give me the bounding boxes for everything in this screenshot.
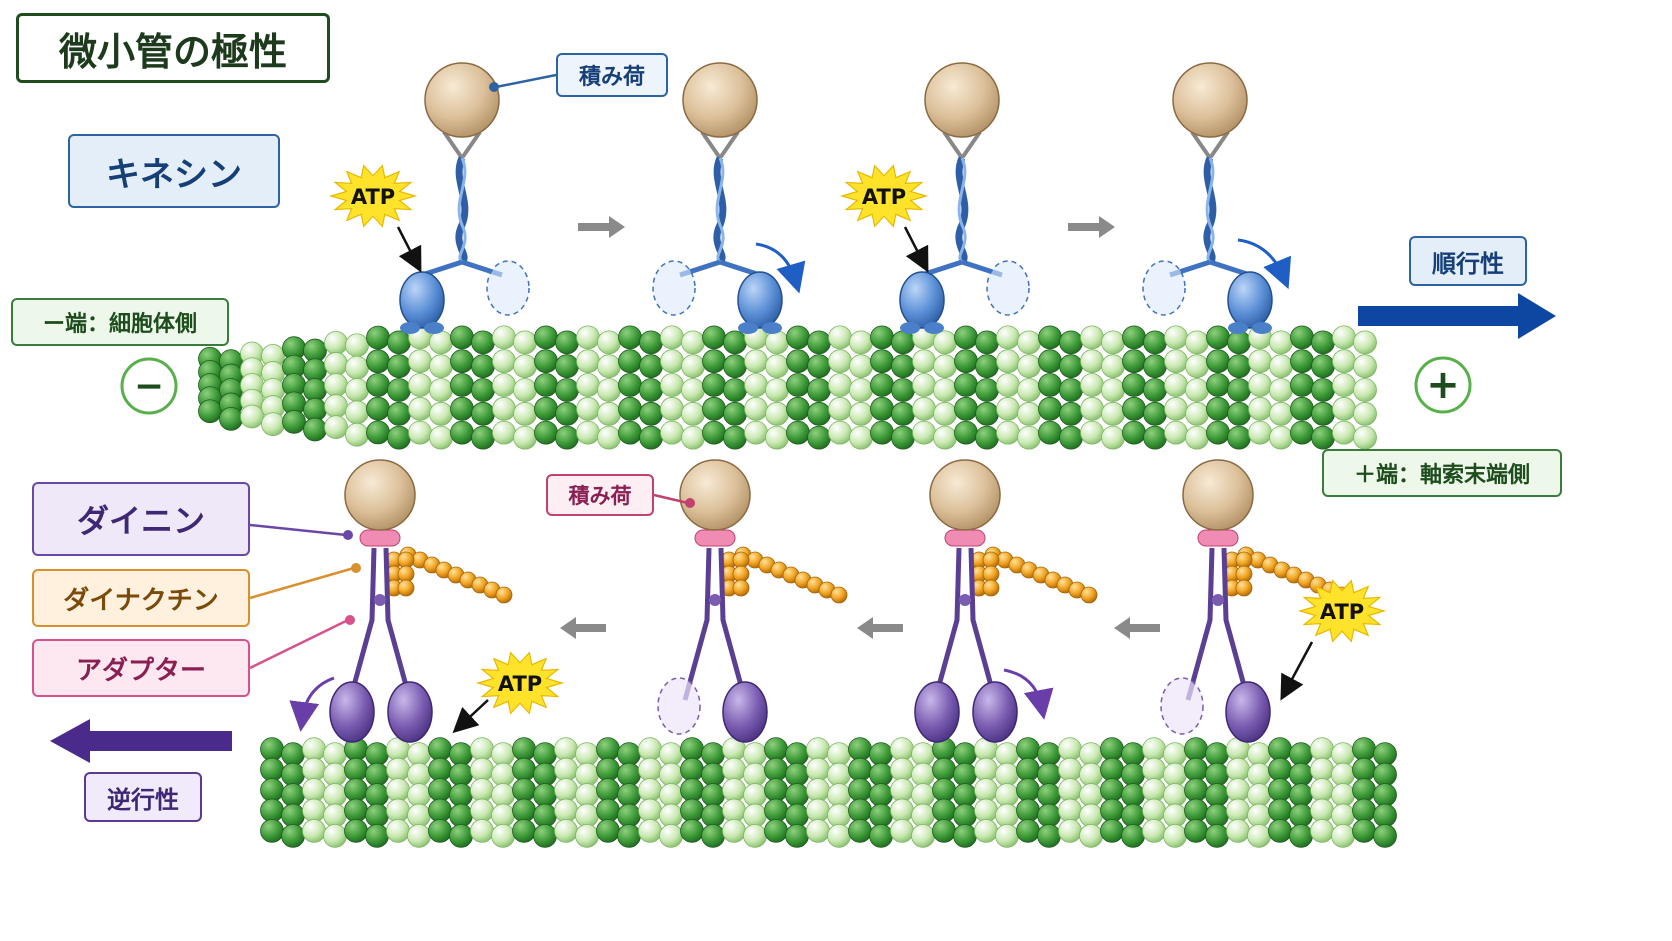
minus-end-label-box: ー端：細胞体側 — [11, 298, 229, 346]
atp-text: ATP — [498, 672, 542, 696]
kinesin-motors — [399, 62, 1273, 334]
step-arrow-k1 — [578, 216, 625, 238]
anterograde-arrow — [1358, 293, 1556, 339]
step-arrow-d1 — [560, 617, 606, 639]
dynein-step-2 — [657, 459, 848, 743]
dynactin-leader — [249, 566, 355, 600]
minus-symbol-text: − — [134, 366, 164, 407]
atp-pointer-k2 — [903, 226, 929, 273]
step-arrow-d2 — [857, 617, 903, 639]
adaptor-piece — [359, 529, 401, 547]
dynein-step-curve-1 — [289, 676, 335, 732]
dynein-step-3 — [914, 459, 1098, 743]
adaptor-piece — [694, 529, 736, 547]
atp-pointer-k1 — [396, 226, 422, 273]
kinesin-step-1 — [399, 62, 530, 334]
atp-pointer-d1 — [452, 699, 489, 734]
step-arrow-k2 — [1068, 216, 1115, 238]
kinesin-step-2 — [652, 62, 783, 334]
dynein-label-box: ダイニン — [32, 482, 250, 556]
atp-pointer-d2 — [1280, 641, 1314, 701]
atp-burst-k1: ATP — [328, 164, 418, 228]
atp-text: ATP — [1320, 600, 1364, 624]
dynein-motors — [329, 459, 1351, 743]
dynein-step-curve-2 — [1003, 668, 1054, 720]
adaptor-piece — [944, 529, 986, 547]
anterograde-label-box: 順行性 — [1409, 236, 1527, 286]
dynein-step-1 — [329, 459, 513, 743]
retrograde-arrow — [50, 719, 232, 763]
microtubule-top — [198, 325, 1377, 450]
kinesin-step-3 — [899, 62, 1030, 334]
kinesin-step-4 — [1142, 62, 1273, 334]
plus-symbol-text: + — [1426, 362, 1460, 408]
dynactin-label-box: ダイナクチン — [32, 569, 250, 627]
page-title: 微小管の極性 — [16, 13, 330, 83]
plus-end-label-box: ＋端：軸索末端側 — [1322, 449, 1562, 497]
atp-burst-d1: ATP — [475, 651, 565, 715]
microtubules — [198, 325, 1397, 848]
cargo-top-leader — [495, 73, 557, 89]
dynactin-chain — [720, 546, 848, 604]
cargo-label-bottom: 積み荷 — [546, 474, 654, 516]
adaptor-piece — [1197, 529, 1239, 547]
dynein-leader — [249, 523, 347, 537]
kinesin-step-curve-2 — [1237, 238, 1292, 290]
adaptor-leader — [249, 618, 349, 670]
arrows-layer: ATP ATP ATP ATP — [289, 164, 1387, 734]
atp-text: ATP — [862, 185, 906, 209]
cargo-label-top: 積み荷 — [556, 53, 668, 97]
kinesin-step-curve-1 — [755, 242, 806, 294]
kinesin-label-box: キネシン — [68, 134, 280, 208]
retrograde-label-box: 逆行性 — [84, 772, 202, 822]
adaptor-label-box: アダプター — [32, 639, 250, 697]
cargo-bottom-leader — [653, 493, 689, 505]
step-arrow-d3 — [1114, 617, 1160, 639]
plus-end-symbol: + — [1414, 356, 1472, 414]
microtubule-bottom — [260, 737, 1397, 848]
dynactin-chain — [970, 546, 1098, 604]
dynactin-chain — [385, 546, 513, 604]
atp-burst-d2: ATP — [1297, 579, 1387, 643]
atp-text: ATP — [351, 185, 395, 209]
minus-end-symbol: − — [120, 357, 178, 415]
atp-burst-k2: ATP — [839, 164, 929, 228]
